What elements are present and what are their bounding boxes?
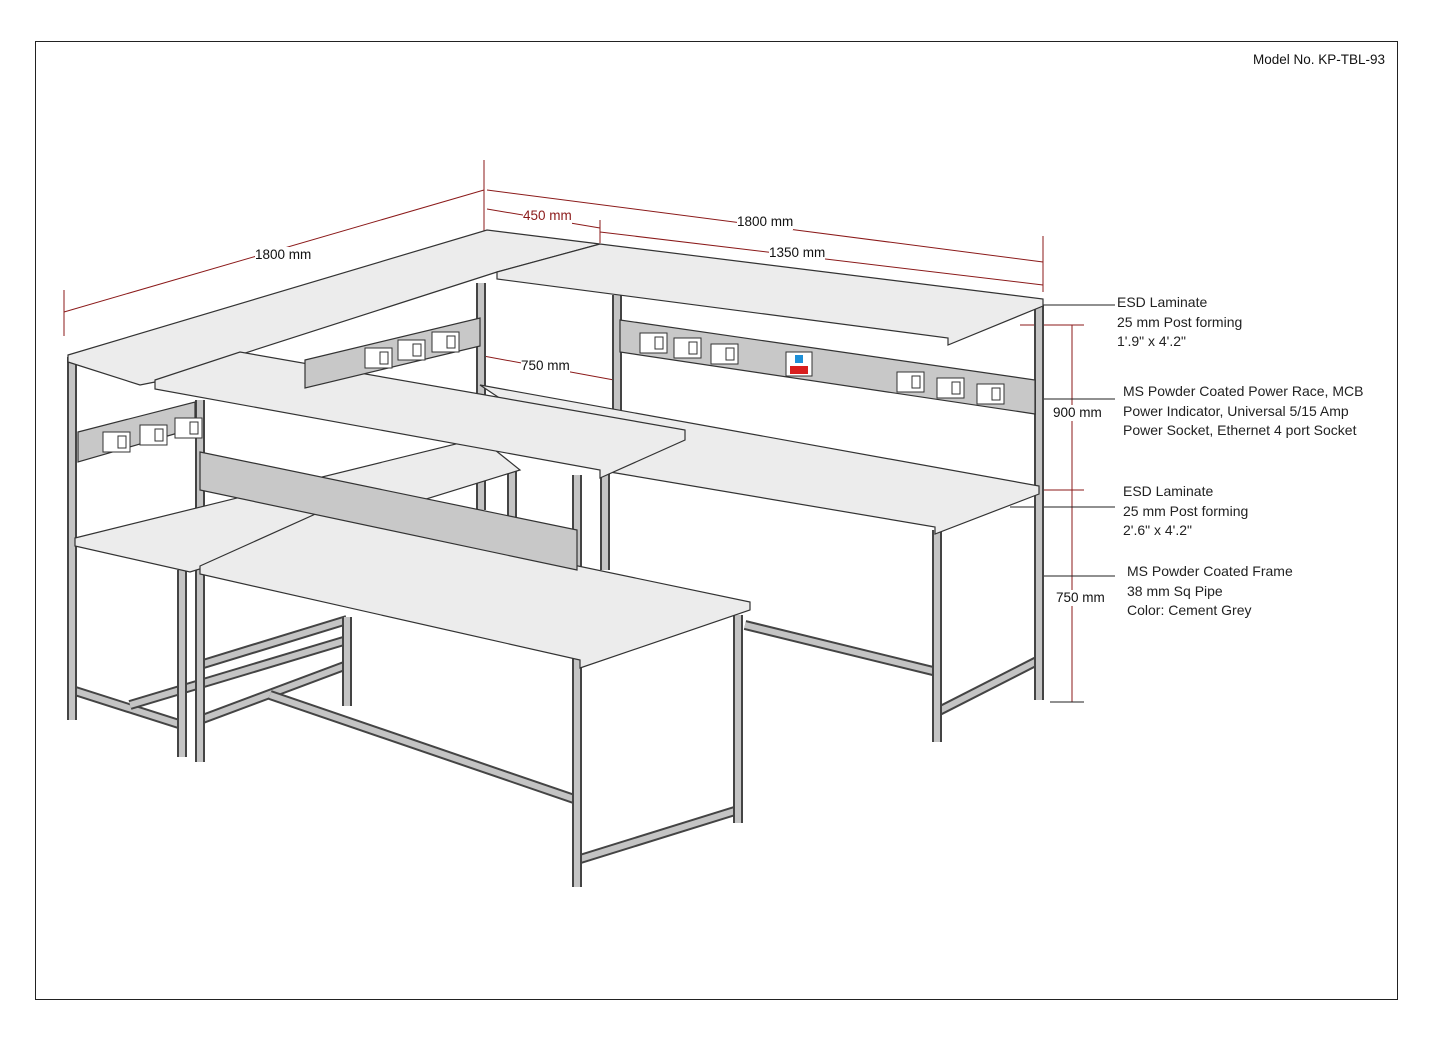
power-socket <box>397 339 426 361</box>
dim-desk-depth: 750 mm <box>521 358 570 374</box>
socket-switch <box>117 435 127 449</box>
socket-switch <box>379 351 389 365</box>
leader-lines <box>1010 304 1115 577</box>
power-socket <box>431 331 460 353</box>
power-race-front <box>199 451 578 571</box>
dim-shelf-height: 900 mm <box>1053 405 1102 421</box>
power-socket <box>710 343 739 365</box>
power-socket <box>673 337 702 359</box>
dim-return-depth: 450 mm <box>523 208 572 224</box>
frame-rail <box>199 617 348 668</box>
dim-desk-height: 750 mm <box>1056 590 1105 606</box>
dim-top-length: 1800 mm <box>737 214 794 230</box>
dim-shelf-length: 1350 mm <box>769 245 826 261</box>
socket-switch <box>951 381 961 395</box>
desk-tops <box>67 229 1044 669</box>
power-socket <box>976 383 1005 405</box>
frame-rail <box>269 692 578 803</box>
power-socket <box>364 347 393 369</box>
socket-switch <box>688 341 698 355</box>
model-number: Model No. KP-TBL-93 <box>1253 52 1386 68</box>
frame <box>67 283 1044 887</box>
frame-rail <box>744 622 938 675</box>
socket-switch <box>725 347 735 361</box>
socket-switch <box>911 375 921 389</box>
power-socket <box>174 417 203 439</box>
frame-rail <box>935 657 1041 715</box>
socket-switch <box>991 387 1001 401</box>
drawing-border <box>35 41 1398 1000</box>
power-socket <box>102 431 131 453</box>
power-socket <box>139 424 168 446</box>
power-sockets <box>102 331 1005 453</box>
socket-switch <box>412 343 422 357</box>
power-socket <box>639 332 668 354</box>
socket-switch <box>154 428 164 442</box>
power-socket <box>896 371 925 393</box>
mcb-indicator <box>785 351 813 377</box>
left-upper-shelf <box>67 229 601 386</box>
socket-switch <box>189 421 199 435</box>
dim-left-length: 1800 mm <box>255 247 312 263</box>
socket-switch <box>446 335 456 349</box>
frame-rail <box>129 637 348 708</box>
frame-rail <box>576 807 739 863</box>
power-socket <box>936 377 965 399</box>
right-upper-shelf <box>496 243 1044 346</box>
frame-rail <box>71 687 183 728</box>
socket-switch <box>654 336 664 350</box>
